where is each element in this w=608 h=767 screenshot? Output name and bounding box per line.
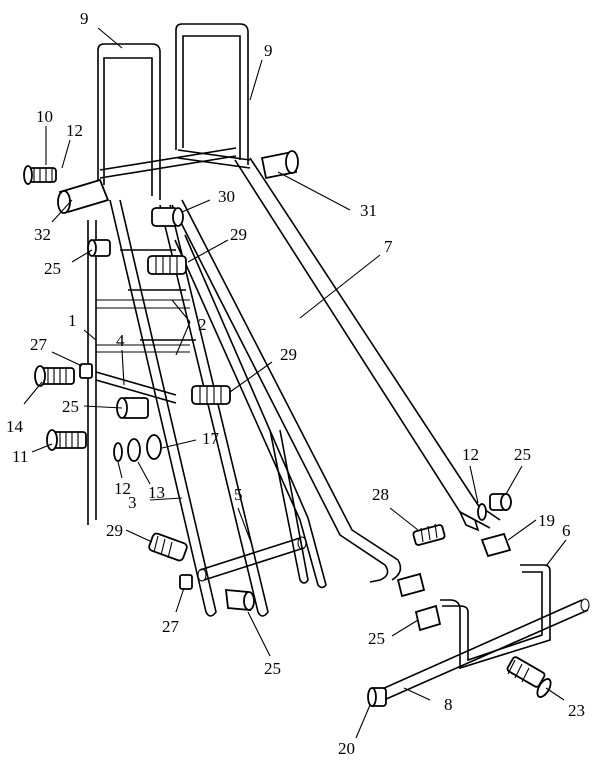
sleeve-32 — [57, 178, 110, 214]
label-31: 31 — [360, 201, 377, 220]
bolt-29-mid — [191, 385, 231, 405]
handrail-right — [175, 23, 249, 165]
sleeve-31 — [260, 150, 299, 180]
rear-legs — [174, 234, 327, 589]
label-2: 2 — [198, 315, 207, 334]
label-13: 13 — [148, 483, 165, 502]
label-12-mid: 12 — [114, 479, 131, 498]
base-frame-6 — [440, 564, 551, 670]
label-25-top: 25 — [44, 259, 61, 278]
bolt-14 — [34, 365, 75, 387]
top-platform — [99, 147, 251, 179]
label-28: 28 — [372, 485, 389, 504]
label-29-low: 29 — [106, 521, 123, 540]
label-9-left: 9 — [80, 9, 89, 28]
part-labels: 9 9 10 12 32 30 31 29 25 7 1 2 27 4 29 1… — [6, 9, 585, 758]
label-32: 32 — [34, 225, 51, 244]
label-29-mid: 29 — [280, 345, 297, 364]
ladder-rails — [109, 199, 269, 617]
handrail-left — [97, 43, 161, 200]
cap-25-right — [489, 493, 512, 511]
washer-12-right — [477, 503, 487, 521]
label-19: 19 — [538, 511, 555, 530]
label-10: 10 — [36, 107, 53, 126]
label-27-low: 27 — [162, 617, 180, 636]
bracket-19 — [396, 532, 512, 598]
label-23: 23 — [568, 701, 585, 720]
label-25-low: 25 — [264, 659, 281, 678]
label-17: 17 — [202, 429, 220, 448]
leader-lines — [23, 27, 567, 739]
cap-27-top — [79, 363, 93, 379]
label-11: 11 — [12, 447, 28, 466]
bottom-rod-5 — [197, 536, 307, 582]
label-9-right: 9 — [264, 41, 273, 60]
label-3: 3 — [128, 493, 137, 512]
label-5: 5 — [234, 485, 243, 504]
label-4: 4 — [116, 331, 125, 350]
cap-27-low — [179, 574, 193, 590]
label-29-top: 29 — [230, 225, 247, 244]
label-8: 8 — [444, 695, 453, 714]
label-30: 30 — [218, 187, 235, 206]
washer-12-13-17 — [113, 434, 162, 462]
cap-20 — [367, 687, 387, 707]
cap-25-top — [87, 239, 111, 257]
label-27-top: 27 — [30, 335, 48, 354]
label-6: 6 — [562, 521, 571, 540]
bolt-29-top — [147, 255, 187, 275]
label-20: 20 — [338, 739, 355, 758]
label-25-base: 25 — [368, 629, 385, 648]
label-1: 1 — [68, 311, 77, 330]
base-rod-8 — [379, 598, 590, 701]
cap-30 — [151, 207, 184, 227]
bolt-10 — [23, 165, 57, 185]
label-12-right: 12 — [462, 445, 479, 464]
label-14: 14 — [6, 417, 24, 436]
label-25-mid: 25 — [62, 397, 79, 416]
label-12-top: 12 — [66, 121, 83, 140]
bolt-11 — [46, 429, 87, 451]
bolt-28 — [412, 523, 446, 546]
label-25-right: 25 — [514, 445, 531, 464]
cap-25-low — [224, 589, 255, 611]
cross-bar-4 — [95, 371, 177, 404]
bolt-29-low — [148, 532, 188, 562]
label-7: 7 — [384, 237, 393, 256]
slide-bed — [171, 157, 501, 583]
bracket-25-base — [414, 604, 442, 632]
bolt-23 — [506, 656, 552, 698]
